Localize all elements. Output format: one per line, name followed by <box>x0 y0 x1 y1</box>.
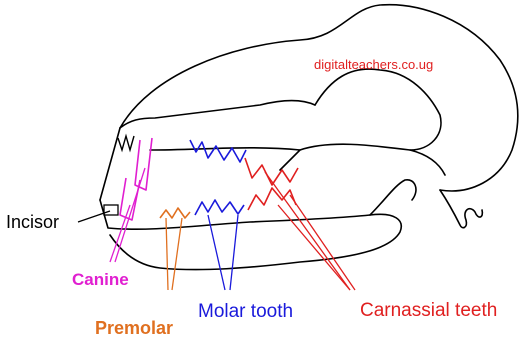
lower-molars <box>195 200 244 215</box>
mandible-outline <box>100 128 416 270</box>
premolar-teeth <box>160 208 190 218</box>
premolar-label: Premolar <box>95 318 173 338</box>
upper-incisors <box>118 136 134 150</box>
canine-teeth <box>120 138 152 220</box>
carnassial-pointer <box>265 172 355 290</box>
cheek-arch <box>300 144 445 175</box>
snout-front <box>100 128 120 200</box>
snout-top <box>120 100 315 128</box>
molar-label: Molar tooth <box>198 301 293 322</box>
molar-teeth <box>190 140 246 215</box>
back-of-skull <box>440 190 482 228</box>
carnassial-label: Carnassial teeth <box>360 300 497 321</box>
incisor-label: Incisor <box>6 212 59 232</box>
upper-canine <box>135 138 152 190</box>
eye-socket <box>315 69 441 150</box>
skull-outline <box>120 5 518 228</box>
lower-premolars <box>160 208 190 218</box>
incisor-pointer <box>78 205 118 222</box>
mandible <box>100 200 401 270</box>
carnassial-teeth <box>245 158 298 210</box>
upper-molars <box>190 140 246 162</box>
molar-pointer <box>208 215 238 290</box>
lower-carnassial <box>248 188 296 210</box>
canine-label: Canine <box>72 270 129 289</box>
jaw-hinge <box>370 180 416 215</box>
watermark-text: digitalteachers.co.ug <box>314 57 433 72</box>
